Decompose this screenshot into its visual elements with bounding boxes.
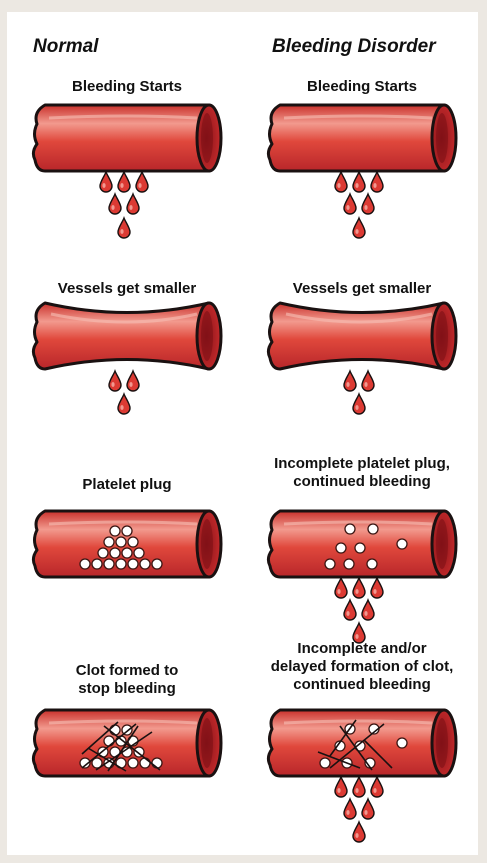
disorder-drops-1 [335, 172, 383, 238]
normal-drops-1 [100, 172, 148, 238]
disorder-drops-4 [335, 777, 383, 842]
disorder-drops-3 [335, 578, 383, 643]
disorder-vessel-1 [268, 105, 456, 171]
disorder-vessel-2 [268, 303, 456, 369]
normal-drops-2 [109, 371, 139, 414]
normal-vessel-2 [33, 303, 221, 369]
normal-vessel-3 [33, 511, 221, 577]
disorder-drops-2 [344, 371, 374, 414]
normal-vessel-1 [33, 105, 221, 171]
